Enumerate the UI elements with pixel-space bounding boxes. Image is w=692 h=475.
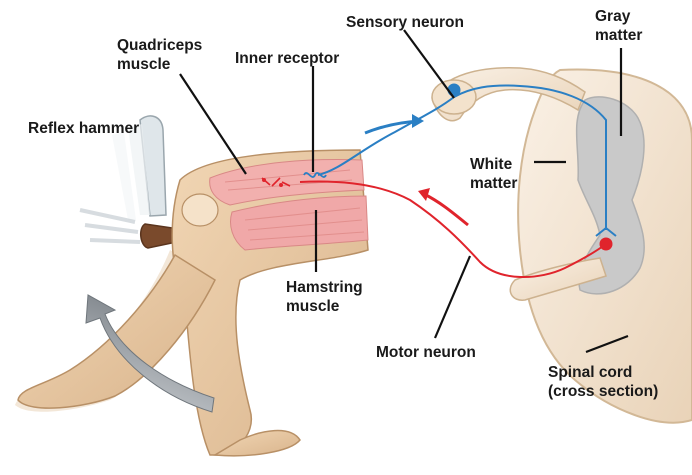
- spinal-cord-label: Spinal cord (cross section): [548, 363, 658, 401]
- sensory-neuron-label: Sensory neuron: [346, 13, 464, 32]
- hamstring-label-line2: muscle: [286, 297, 363, 316]
- motor-neuron-label: Motor neuron: [376, 343, 476, 362]
- white-matter-label-line1: White: [470, 155, 517, 174]
- inner-receptor-label: Inner receptor: [235, 49, 339, 68]
- gray-matter-label: Gray matter: [595, 7, 642, 45]
- white-matter-label-line2: matter: [470, 174, 517, 193]
- white-matter-label: White matter: [470, 155, 517, 193]
- leader-motor-neuron: [435, 256, 470, 338]
- sensory-direction-arrow: [365, 114, 424, 133]
- leader-quadriceps: [180, 74, 246, 174]
- gray-matter-label-line1: Gray: [595, 7, 642, 26]
- quadriceps-label: Quadriceps muscle: [117, 36, 202, 74]
- quadriceps-label-line1: Quadriceps: [117, 36, 202, 55]
- spinal-cord-label-line1: Spinal cord: [548, 363, 658, 382]
- gray-matter-label-line2: matter: [595, 26, 642, 45]
- hamstring-label: Hamstring muscle: [286, 278, 363, 316]
- hamstring-label-line1: Hamstring: [286, 278, 363, 297]
- reflex-hammer-label: Reflex hammer: [28, 119, 139, 138]
- quadriceps-label-line2: muscle: [117, 55, 202, 74]
- leader-sensory-neuron: [404, 30, 454, 98]
- spinal-cord-label-line2: (cross section): [548, 382, 658, 401]
- motor-direction-arrow: [418, 188, 468, 225]
